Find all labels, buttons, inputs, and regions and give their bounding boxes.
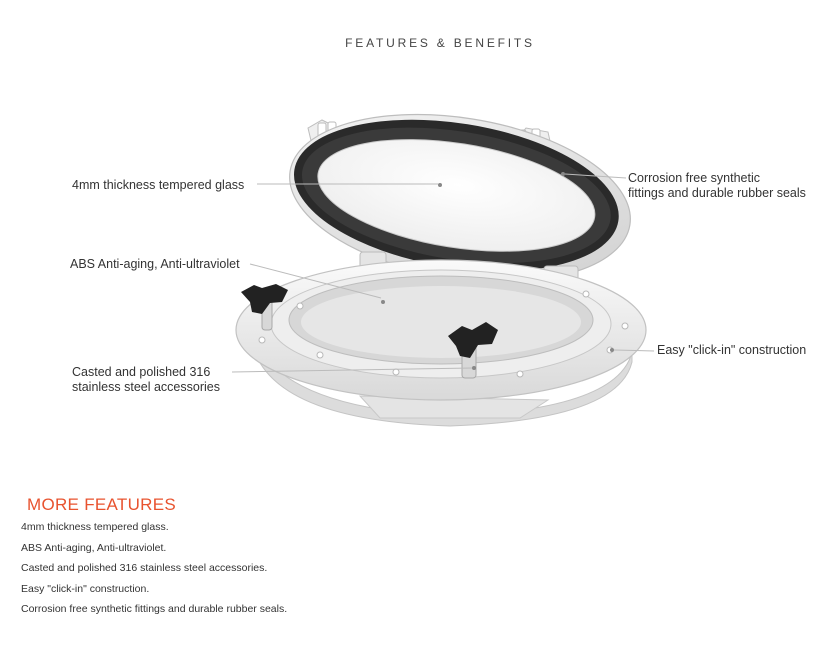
porthole-lid [289,113,631,283]
page-title: FEATURES & BENEFITS [345,36,535,50]
list-item: Casted and polished 316 stainless steel … [21,562,268,575]
callout-click-in: Easy "click-in" construction [657,343,807,357]
list-item: Corrosion free synthetic fittings and du… [21,603,288,616]
tempered-glass [317,139,596,252]
callout-stainless-steel-line1: Casted and polished 316 [72,365,211,379]
more-features-title: MORE FEATURES [27,495,177,514]
list-item: 4mm thickness tempered glass. [21,521,169,533]
porthole-illustration [231,113,655,427]
callout-tempered-glass: 4mm thickness tempered glass [72,178,245,192]
callout-abs-material: ABS Anti-aging, Anti-ultraviolet [70,257,240,271]
base-frame-depth [249,319,633,427]
more-features-list: 4mm thickness tempered glass. ABS Anti-a… [21,520,287,623]
mounting-holes [258,290,629,378]
clamp-knob-right [448,322,498,379]
callout-stainless-steel: Casted and polished 316 stainless steel … [72,365,220,395]
list-item: Easy "click-in" construction. [21,582,150,595]
callout-stainless-steel-line2: stainless steel accessories [72,380,220,394]
callout-leader-lines [231,172,655,373]
list-item: ABS Anti-aging, Anti-ultraviolet. [21,541,167,554]
callout-rubber-seals: Corrosion free synthetic fittings and du… [628,171,806,201]
clamp-knob-left [241,284,288,331]
callout-rubber-seals-line2: fittings and durable rubber seals [628,186,806,200]
callout-rubber-seals-line1: Corrosion free synthetic [628,171,761,185]
